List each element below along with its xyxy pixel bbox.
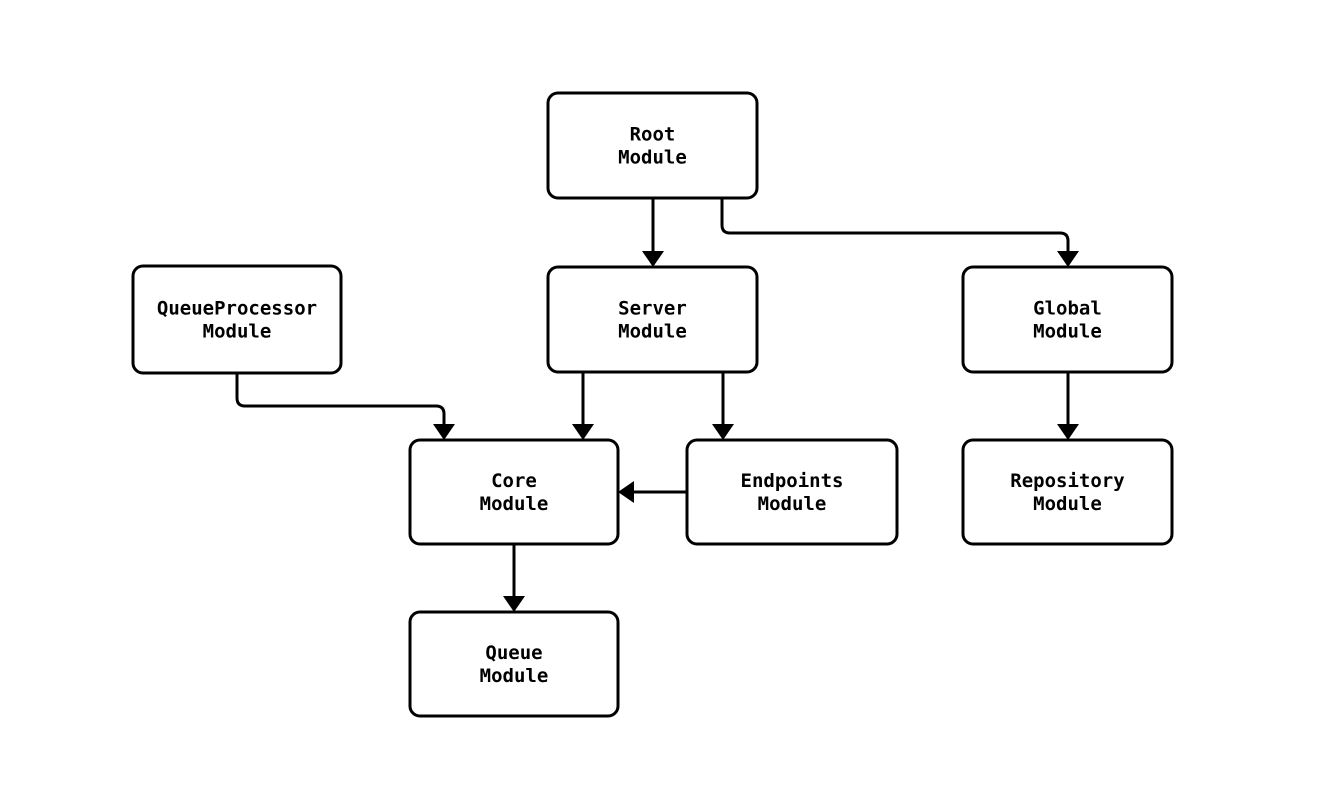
arrowhead-server-to-core [572,424,594,440]
node-repository-box [961,438,1174,546]
node-endpoints-box [685,438,899,546]
edge-line-root-to-global [720,198,1070,253]
node-root-box [546,91,759,200]
node-global-box [961,265,1174,374]
edge-global-to-repository [1057,372,1079,440]
edge-layer [235,198,1079,612]
edge-line-queueprocessor-to-core [235,373,446,426]
node-queue-box [408,610,620,718]
arrowhead-global-to-repository [1057,424,1079,440]
edge-endpoints-to-core [618,481,687,503]
node-server-box [546,265,759,374]
arrowhead-queueprocessor-to-core [433,424,455,440]
arrowhead-core-to-queue [503,596,525,612]
edge-root-to-global [720,198,1079,267]
edge-server-to-endpoints [712,372,734,440]
node-core-box [408,438,620,546]
node-queueprocessor-box [131,264,343,375]
edge-root-to-server [642,198,664,267]
arrowhead-root-to-global [1057,251,1079,267]
edge-queueprocessor-to-core [235,373,455,440]
edge-server-to-core [572,372,594,440]
arrowhead-root-to-server [642,251,664,267]
arrowhead-server-to-endpoints [712,424,734,440]
edge-core-to-queue [503,544,525,612]
arrowhead-endpoints-to-core [618,481,634,503]
